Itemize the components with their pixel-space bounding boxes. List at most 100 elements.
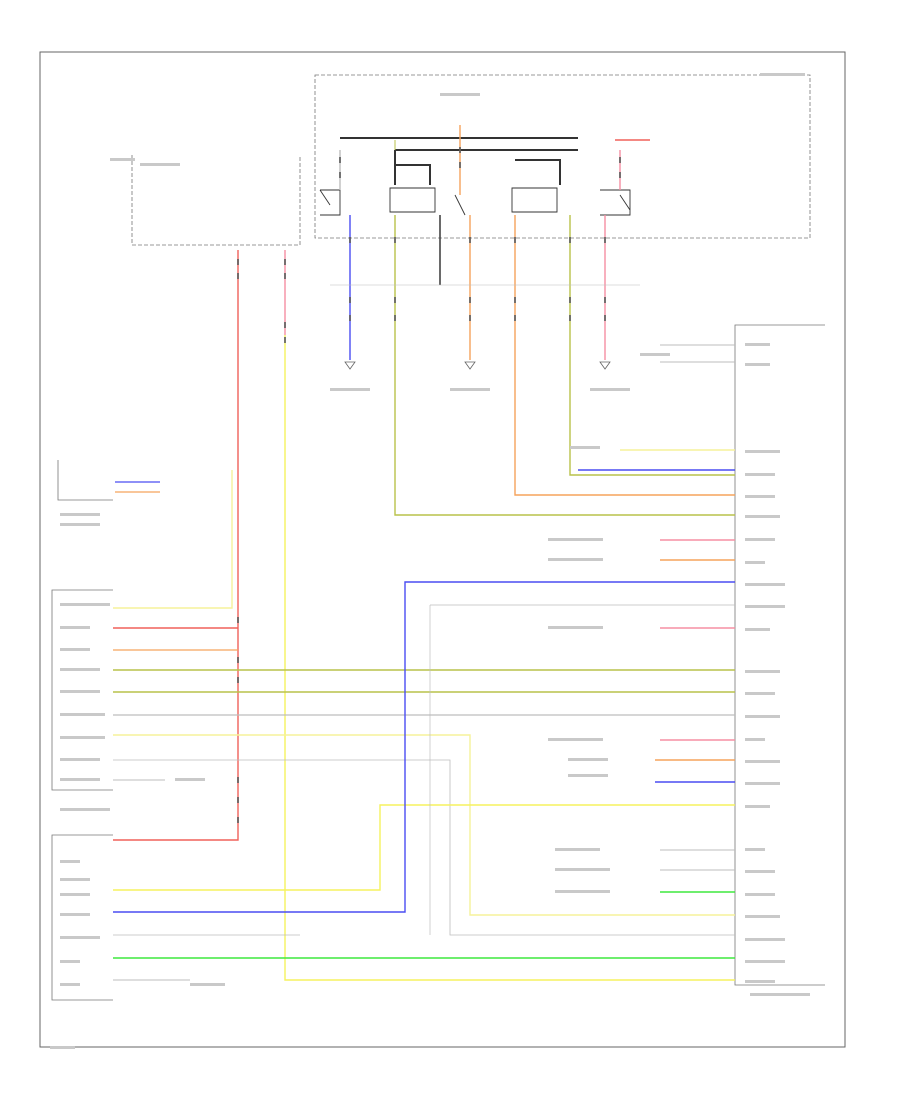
label-placeholder-62 bbox=[190, 983, 225, 986]
wire-red-0 bbox=[113, 250, 239, 841]
label-placeholder-57 bbox=[450, 388, 490, 391]
label-placeholder-20 bbox=[745, 473, 775, 476]
label-placeholder-55 bbox=[60, 523, 100, 526]
label-placeholder-27 bbox=[745, 628, 770, 631]
relay-internals bbox=[340, 137, 578, 185]
label-placeholder-24 bbox=[745, 561, 765, 564]
label-placeholder-15 bbox=[60, 960, 80, 963]
label-placeholder-40 bbox=[745, 960, 785, 963]
label-placeholder-32 bbox=[745, 760, 780, 763]
label-placeholder-4 bbox=[60, 690, 100, 693]
label-placeholder-19 bbox=[745, 450, 780, 453]
connector-mark-15 bbox=[394, 315, 396, 321]
ground-symbol-0 bbox=[344, 361, 356, 370]
wire-yellow-3 bbox=[284, 335, 735, 981]
wire-yellow-12 bbox=[113, 804, 735, 891]
connector-mark-18 bbox=[514, 297, 516, 303]
connector-mark-25 bbox=[394, 237, 396, 243]
connector-mark-21 bbox=[569, 315, 571, 321]
label-placeholder-45 bbox=[548, 738, 603, 741]
fuse-box-outline bbox=[131, 155, 301, 246]
label-placeholder-17 bbox=[745, 343, 770, 346]
connector-mark-1 bbox=[237, 273, 239, 279]
label-placeholder-5 bbox=[60, 713, 105, 716]
wire-lightyellow-9 bbox=[113, 734, 735, 916]
label-placeholder-43 bbox=[548, 558, 603, 561]
label-placeholder-53 bbox=[140, 163, 180, 166]
connector-mark-16 bbox=[469, 297, 471, 303]
connector-mark-13 bbox=[349, 315, 351, 321]
connector-mark-19 bbox=[514, 315, 516, 321]
wire-orange-21 bbox=[514, 215, 735, 496]
label-placeholder-47 bbox=[568, 774, 608, 777]
label-placeholder-29 bbox=[745, 692, 775, 695]
label-placeholder-49 bbox=[555, 868, 610, 871]
connector-mark-31 bbox=[339, 172, 341, 178]
label-placeholder-65 bbox=[760, 73, 805, 76]
connector-mark-17 bbox=[469, 315, 471, 321]
connector-mark-29 bbox=[604, 237, 606, 243]
label-placeholder-44 bbox=[548, 626, 603, 629]
connector-mark-7 bbox=[237, 777, 239, 783]
diagram-frame bbox=[39, 51, 846, 1048]
connector-mark-27 bbox=[514, 237, 516, 243]
label-placeholder-21 bbox=[745, 495, 775, 498]
sensor-outline bbox=[57, 460, 113, 501]
label-placeholder-34 bbox=[745, 805, 770, 808]
connector-mark-4 bbox=[237, 617, 239, 623]
connector-mark-30 bbox=[339, 157, 341, 163]
label-placeholder-2 bbox=[60, 648, 90, 651]
label-placeholder-1 bbox=[60, 626, 90, 629]
wire-lightyellow-4 bbox=[113, 470, 233, 609]
label-placeholder-18 bbox=[745, 363, 770, 366]
connector-mark-28 bbox=[569, 237, 571, 243]
lower-left-module-outline bbox=[51, 834, 113, 1001]
wires-group bbox=[113, 125, 735, 981]
label-placeholder-63 bbox=[50, 1046, 75, 1049]
connector-mark-23 bbox=[604, 315, 606, 321]
label-placeholder-16 bbox=[60, 983, 80, 986]
wire-blue-13 bbox=[113, 581, 735, 913]
label-placeholder-39 bbox=[745, 938, 785, 941]
label-placeholder-54 bbox=[60, 513, 100, 516]
label-placeholder-41 bbox=[745, 980, 775, 983]
ground-symbol-1 bbox=[464, 361, 476, 370]
relay-box-outline bbox=[314, 74, 811, 239]
connector-mark-33 bbox=[619, 172, 621, 178]
label-placeholder-7 bbox=[60, 758, 100, 761]
wire-gray-10 bbox=[113, 759, 735, 936]
label-placeholder-3 bbox=[60, 668, 100, 671]
label-placeholder-25 bbox=[745, 583, 785, 586]
connector-marks-group bbox=[237, 147, 621, 823]
connector-mark-35 bbox=[459, 162, 461, 168]
label-placeholder-56 bbox=[330, 388, 370, 391]
connector-mark-12 bbox=[349, 297, 351, 303]
label-placeholder-38 bbox=[745, 915, 780, 918]
label-placeholder-58 bbox=[590, 388, 630, 391]
label-placeholder-64 bbox=[750, 993, 810, 996]
label-placeholder-11 bbox=[60, 878, 90, 881]
label-placeholder-37 bbox=[745, 893, 775, 896]
label-placeholder-31 bbox=[745, 738, 765, 741]
label-placeholder-33 bbox=[745, 782, 780, 785]
label-placeholder-12 bbox=[60, 893, 90, 896]
right-module-outline bbox=[734, 324, 825, 986]
label-placeholder-23 bbox=[745, 538, 775, 541]
label-placeholder-26 bbox=[745, 605, 785, 608]
connector-mark-10 bbox=[284, 322, 286, 328]
label-placeholder-13 bbox=[60, 913, 90, 916]
label-placeholder-30 bbox=[745, 715, 780, 718]
connector-mark-8 bbox=[237, 797, 239, 803]
label-placeholder-6 bbox=[60, 736, 105, 739]
label-placeholder-46 bbox=[568, 758, 608, 761]
label-placeholder-42 bbox=[548, 538, 603, 541]
label-placeholder-59 bbox=[640, 353, 670, 356]
connector-mark-14 bbox=[394, 297, 396, 303]
connector-mark-34 bbox=[459, 147, 461, 153]
connector-mark-3 bbox=[284, 273, 286, 279]
label-placeholder-10 bbox=[60, 860, 80, 863]
connector-mark-24 bbox=[349, 237, 351, 243]
label-placeholder-35 bbox=[745, 848, 765, 851]
